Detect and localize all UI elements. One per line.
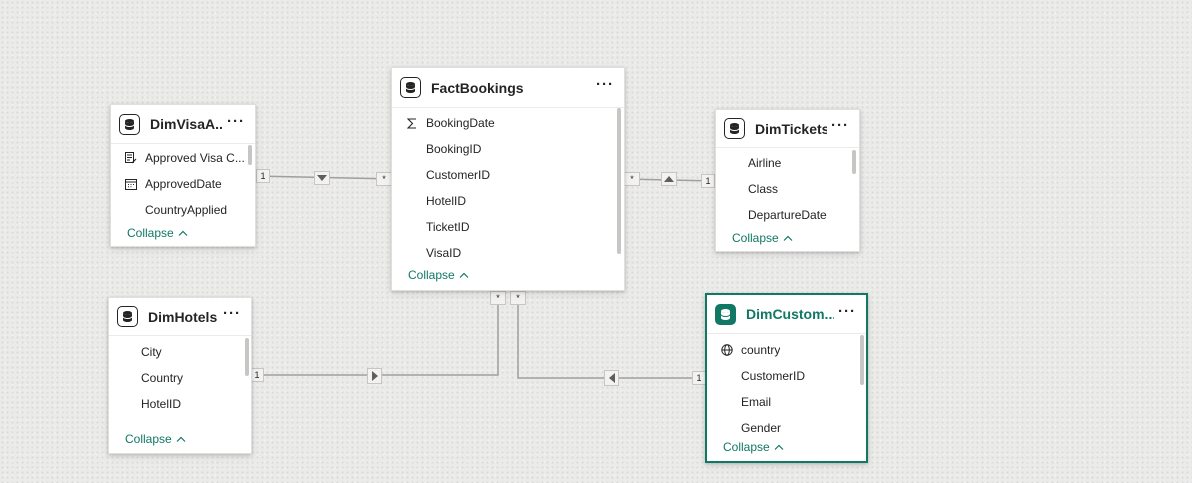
table-icon: [117, 306, 138, 327]
table-title: DimHotels: [148, 308, 218, 325]
field-item[interactable]: CountryApplied: [145, 203, 228, 217]
cardinality-many-marker: *: [490, 291, 506, 305]
filter-direction-right-icon: [367, 368, 382, 384]
table-title: DimTickets: [755, 120, 827, 137]
chevron-up-icon: [783, 235, 793, 241]
globe-icon: [719, 344, 735, 356]
scrollbar[interactable]: [617, 108, 621, 254]
cardinality-one-marker: 1: [692, 371, 706, 385]
more-options-button[interactable]: ···: [227, 112, 245, 130]
cardinality-one-marker: 1: [256, 169, 270, 183]
field-item[interactable]: Airline: [748, 156, 782, 170]
field-list[interactable]: Approved Visa C... ApprovedDate CountryA…: [111, 145, 255, 223]
field-list[interactable]: City Country HotelID: [109, 339, 251, 417]
table-title: DimVisaA...: [150, 116, 223, 132]
field-item[interactable]: DepartureDate: [748, 208, 827, 222]
field-item[interactable]: Approved Visa C...: [123, 145, 255, 171]
collapse-link[interactable]: Collapse: [127, 226, 188, 240]
field-item[interactable]: VisaID: [426, 246, 462, 260]
more-options-button[interactable]: ···: [831, 117, 849, 134]
scrollbar[interactable]: [248, 145, 252, 165]
field-item[interactable]: HotelID: [426, 194, 467, 208]
collapse-link[interactable]: Collapse: [125, 432, 186, 446]
table-icon: [119, 113, 140, 135]
field-item[interactable]: City: [141, 345, 162, 359]
relationship-line-hotels[interactable]: [250, 291, 499, 376]
field-list[interactable]: Airline Class DepartureDate: [716, 150, 859, 228]
chevron-up-icon: [178, 230, 188, 236]
field-list[interactable]: country CustomerID Email Gender: [707, 337, 866, 433]
relationship-line-customers[interactable]: [517, 291, 706, 379]
table-card-dimcustomers[interactable]: DimCustom... ··· country CustomerID Emai…: [705, 293, 868, 463]
field-item[interactable]: CustomerID: [741, 369, 806, 383]
field-item[interactable]: BookingDate: [404, 110, 624, 136]
more-options-button[interactable]: ···: [596, 76, 614, 93]
chevron-up-icon: [774, 444, 784, 450]
field-item[interactable]: ApprovedDate: [123, 171, 255, 197]
cardinality-many-marker: *: [624, 172, 640, 186]
table-header[interactable]: FactBookings ···: [392, 68, 624, 108]
cardinality-one-marker: 1: [701, 174, 715, 188]
scrollbar[interactable]: [245, 338, 249, 376]
field-item[interactable]: HotelID: [141, 397, 182, 411]
table-icon: [724, 118, 745, 139]
table-title: DimCustom...: [746, 306, 834, 322]
table-header[interactable]: DimVisaA... ···: [111, 105, 255, 144]
table-title: FactBookings: [431, 79, 524, 96]
calendar-icon: [123, 178, 139, 190]
filter-direction-down-icon: [314, 171, 330, 185]
cardinality-many-marker: *: [510, 291, 526, 305]
field-item[interactable]: Gender: [741, 421, 782, 433]
field-item[interactable]: TicketID: [426, 220, 470, 234]
chevron-up-icon: [459, 272, 469, 278]
filter-direction-left-icon: [604, 370, 619, 386]
sigma-icon: [404, 117, 420, 129]
table-header[interactable]: DimTickets ···: [716, 110, 859, 148]
chevron-up-icon: [176, 436, 186, 442]
table-card-dimtickets[interactable]: DimTickets ··· Airline Class DepartureDa…: [715, 109, 860, 252]
scrollbar[interactable]: [852, 150, 856, 174]
scrollbar[interactable]: [860, 335, 864, 385]
collapse-link[interactable]: Collapse: [723, 440, 784, 454]
field-list[interactable]: BookingDate BookingID CustomerID HotelID…: [392, 110, 624, 266]
field-item[interactable]: country: [719, 337, 866, 363]
field-item[interactable]: Country: [141, 371, 184, 385]
collapse-link[interactable]: Collapse: [732, 231, 793, 245]
table-card-dimhotels[interactable]: DimHotels ··· City Country HotelID Colla…: [108, 297, 252, 454]
table-card-factbookings[interactable]: FactBookings ··· BookingDate BookingID C…: [391, 67, 625, 291]
more-options-button[interactable]: ···: [223, 305, 241, 322]
field-item[interactable]: CustomerID: [426, 168, 491, 182]
table-icon: [715, 303, 736, 325]
more-options-button[interactable]: ···: [838, 302, 856, 320]
field-item[interactable]: Email: [741, 395, 772, 409]
table-icon: [400, 77, 421, 98]
table-header[interactable]: DimCustom... ···: [707, 295, 866, 334]
table-header[interactable]: DimHotels ···: [109, 298, 251, 336]
field-item[interactable]: Class: [748, 182, 779, 196]
cardinality-many-marker: *: [376, 172, 392, 186]
collapse-link[interactable]: Collapse: [408, 268, 469, 282]
cardinality-one-marker: 1: [250, 368, 264, 382]
table-card-dimvisa[interactable]: DimVisaA... ··· Approved Visa C... Appro…: [110, 104, 256, 247]
field-item[interactable]: BookingID: [426, 142, 482, 156]
filter-direction-up-icon: [661, 172, 677, 186]
calculated-column-icon: [123, 152, 139, 164]
